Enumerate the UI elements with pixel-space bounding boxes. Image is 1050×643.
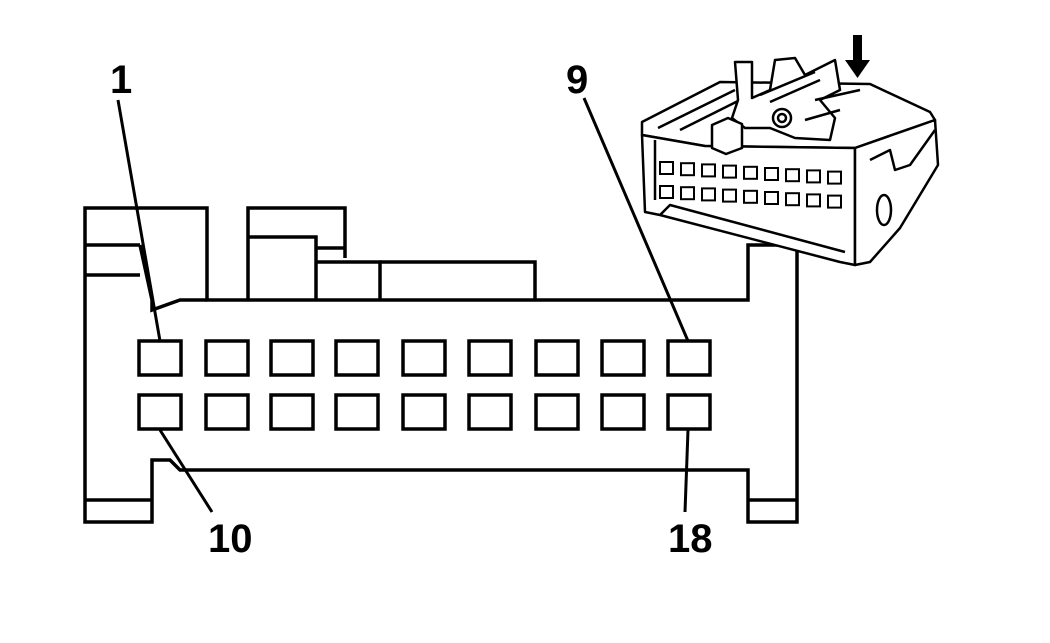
iso-pin-cavity [785,192,800,207]
pin-cavity [401,339,447,377]
pin-cavity [137,339,183,377]
leader-lines [116,97,690,513]
pin-cavity [204,339,250,377]
left-latch-detail [85,243,207,313]
leader-line-pin-1 [116,99,162,342]
pin-cavity [600,339,646,377]
iso-front-shoulder [653,140,846,254]
connector-body-outline [83,206,799,524]
iso-lever-ridges [759,70,861,122]
iso-pin-cavity [680,162,695,177]
pin-label-9: 9 [566,58,588,102]
pin-cavity [534,393,580,431]
top-lock-block-inner [248,235,318,300]
iso-side-hole [875,193,893,227]
iso-top-block [710,116,744,156]
iso-pin-cavity [827,170,842,185]
pin-cavity [666,339,712,377]
iso-pin-cavity [827,194,842,209]
pin-cavity [534,339,580,377]
pin-cavity [467,339,513,377]
iso-pin-cavity [659,161,674,175]
iso-pin-cavity [722,188,737,203]
iso-pin-cavity [680,186,695,201]
connector-face-view [83,206,799,524]
top-lock-rail [380,260,537,300]
pin-cavity [600,393,646,431]
iso-pin-cavity [659,185,674,199]
iso-pin-cavity [764,191,779,205]
pin-row-top [137,339,712,377]
iso-side-rail [869,129,937,172]
iso-pin-cavity [806,169,821,184]
connector-isometric-view [640,56,940,267]
leader-line-pin-10 [158,429,214,513]
top-lock-block-left [246,206,347,300]
iso-pin-cavity [806,193,821,208]
pin-cavity [334,393,380,431]
pin-cavity [334,339,380,377]
iso-pin-cavity [722,164,737,179]
pin-row-bottom [137,393,712,431]
iso-lever-pivot-inner [776,112,788,124]
iso-pin-cavity [701,187,716,202]
iso-pin-cavity [743,189,758,204]
pin-cavity [401,393,447,431]
leader-line-pin-9 [582,97,690,342]
pin-cavity [137,393,183,431]
pin-cavity [204,393,250,431]
iso-pin-cavity [785,168,800,183]
arrow-down-icon [845,35,870,78]
pin-label-1: 1 [110,58,132,102]
pin-label-18: 18 [668,517,713,561]
pin-label-10: 10 [208,517,253,561]
iso-pin-cavity [764,167,779,181]
iso-pin-cavity [743,165,758,180]
pin-cavity [467,393,513,431]
top-lock-block-step [316,246,382,300]
pin-cavity [269,339,315,377]
pin-cavity [269,393,315,431]
iso-pin-cavities [659,161,842,209]
leader-line-pin-18 [683,429,690,513]
pin-cavity [666,393,712,431]
iso-pin-cavity [701,163,716,178]
